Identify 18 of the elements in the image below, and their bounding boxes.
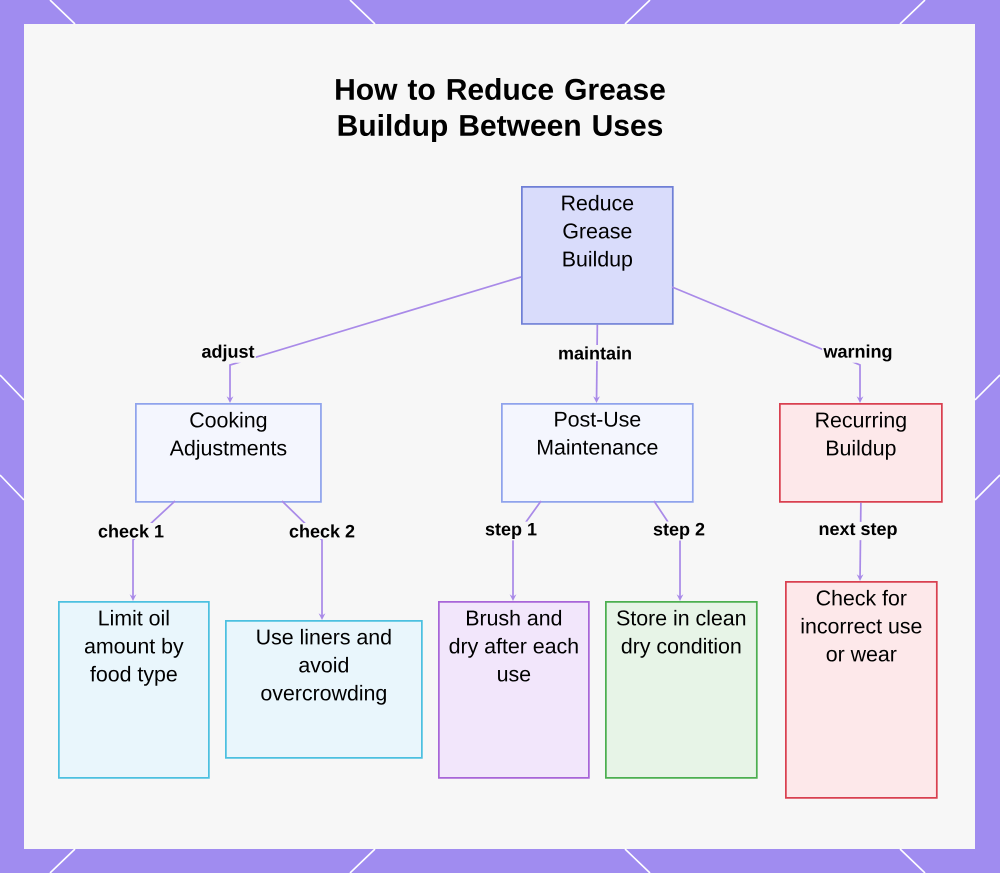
root-box: Reduce Grease Buildup	[521, 186, 674, 325]
edge-label: check 1	[96, 523, 166, 539]
edge-label: check 2	[288, 523, 356, 539]
title: How to Reduce Grease Buildup Between Uses	[336, 78, 665, 142]
category-box: Cooking Adjustments	[135, 403, 322, 503]
step-box: Use liners and avoid overcrowding	[225, 620, 423, 759]
edge-label: adjust	[200, 343, 256, 363]
edge-label: step 1	[484, 522, 538, 540]
step-box: Check for incorrect use or wear	[785, 581, 938, 799]
step-box: Store in clean dry condition	[605, 601, 758, 779]
step-box: Brush and dry after each use	[438, 601, 590, 779]
step-box: Limit oil amount by food type	[58, 601, 210, 779]
edge-label: next step	[817, 522, 899, 540]
category-box: Post-Use Maintenance	[501, 403, 694, 503]
warning-box: Recurring Buildup	[779, 403, 943, 503]
edge-label: warning	[822, 343, 894, 363]
edge-label: step 2	[652, 522, 706, 540]
edge-label: maintain	[556, 345, 634, 361]
